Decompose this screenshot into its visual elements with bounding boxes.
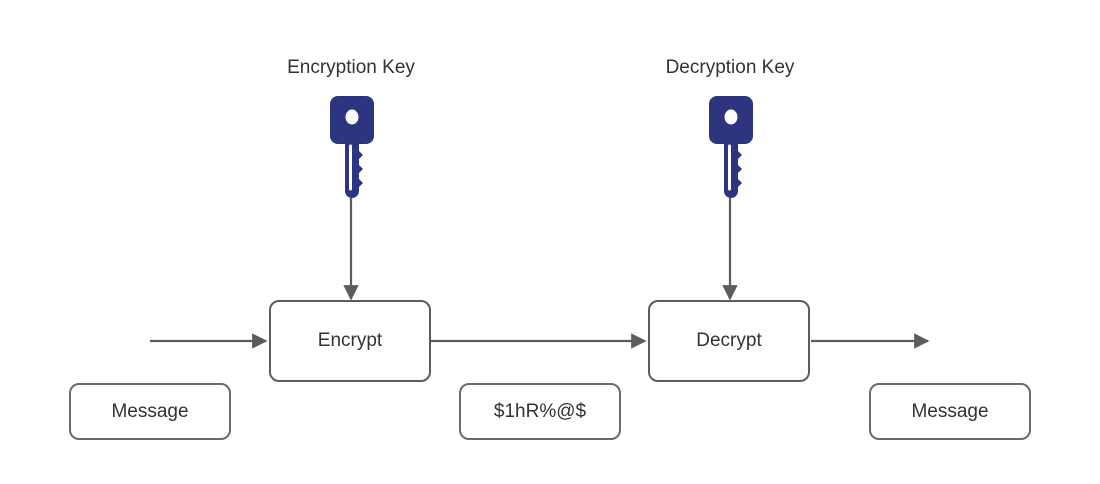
decryption-key-label: Decryption Key (665, 57, 795, 78)
encryption-key-label: Encryption Key (287, 57, 415, 78)
decrypt-node[interactable]: Decrypt (648, 300, 810, 382)
key-icon (328, 96, 376, 205)
ciphertext-box[interactable]: $1hR%@$ (459, 383, 621, 440)
plaintext-input-box[interactable]: Message (69, 383, 231, 440)
encrypt-node[interactable]: Encrypt (269, 300, 431, 382)
plaintext-output-box[interactable]: Message (869, 383, 1031, 440)
key-icon (707, 96, 755, 205)
